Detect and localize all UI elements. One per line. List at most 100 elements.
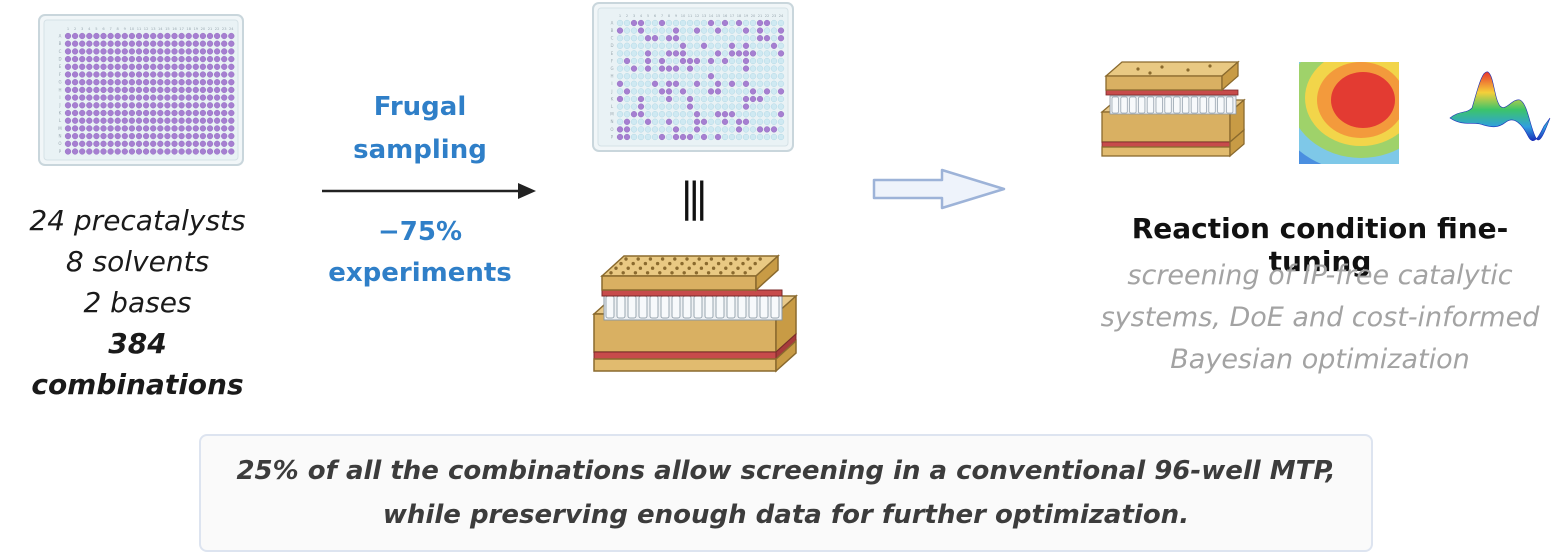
plate-well [721, 80, 729, 87]
plate-well [86, 140, 93, 147]
plate-well [178, 55, 185, 63]
plate-well [157, 132, 164, 140]
plate-well [128, 94, 136, 101]
reactor-hole [609, 271, 613, 275]
plate-well [756, 95, 764, 103]
plate-well [623, 35, 631, 42]
plate-well [749, 95, 757, 103]
plate-well [742, 95, 750, 103]
frugal-line1: Frugal [373, 92, 467, 122]
plate-well [121, 148, 128, 155]
plate-well [700, 42, 708, 49]
plate-row-label: E [59, 64, 62, 69]
plate-well [86, 71, 93, 78]
plate-well [121, 109, 128, 117]
plate-well [128, 132, 136, 140]
plate-well [178, 40, 185, 47]
plate-well [157, 148, 164, 155]
plate-well [637, 95, 645, 103]
plate-well [164, 125, 171, 132]
plate-well [100, 63, 107, 70]
plate-well [679, 57, 687, 65]
plate-well [763, 111, 771, 118]
plate-well [79, 117, 86, 124]
plate-well [658, 42, 666, 49]
plate-well [228, 79, 235, 86]
plate-well [107, 132, 114, 140]
plate-well [721, 133, 729, 141]
plate-col-label: 7 [661, 14, 663, 18]
plate-row-label: A [59, 33, 62, 38]
plate-col-label: 6 [654, 14, 657, 18]
plate-well [206, 86, 214, 94]
plate-well [64, 94, 72, 101]
plate-well [128, 125, 136, 132]
plate-well [707, 80, 715, 87]
plate-well [756, 133, 764, 141]
plate-well [178, 148, 185, 155]
plate-well [742, 57, 750, 65]
plate-well [185, 94, 192, 101]
plate-well [651, 65, 659, 72]
plate-well [121, 117, 128, 124]
plate-well [100, 55, 107, 63]
plate-col-label: 1 [67, 27, 69, 31]
plate-well [651, 111, 659, 118]
plate-well [770, 103, 778, 110]
plate-well [714, 19, 722, 27]
plate-well [199, 132, 207, 140]
plate-well [721, 57, 729, 65]
plate-well [214, 32, 221, 40]
plate-well [185, 140, 192, 147]
plate-well [64, 140, 72, 147]
plate-well [64, 32, 72, 40]
plate-col-label: 10 [130, 27, 135, 31]
plate-well [86, 125, 93, 132]
plate-well [121, 40, 128, 47]
plate-well [228, 148, 235, 155]
plate-well [164, 55, 171, 63]
reactor-vial [1146, 96, 1155, 114]
plate-well [714, 88, 722, 95]
plate-row-label: A [611, 20, 614, 25]
plate-well [665, 88, 673, 95]
plate-well [679, 95, 687, 103]
reactor-vial [1129, 96, 1137, 114]
plate-well [672, 65, 680, 72]
plate-well [630, 65, 638, 72]
plate-well [71, 40, 79, 47]
plate-well [121, 86, 128, 94]
plate-well [700, 50, 708, 57]
plate-well [721, 118, 729, 125]
plate-well [644, 27, 652, 34]
plate-well [150, 132, 157, 140]
plate-well [185, 86, 192, 94]
plate-row-label: K [59, 110, 62, 115]
plate-well [114, 132, 121, 140]
footnote-line-2: while preserving enough data for further… [382, 500, 1190, 530]
plate-well [763, 42, 771, 49]
plate-well [178, 71, 185, 78]
plate-row-label: J [58, 103, 60, 108]
plate-well [199, 63, 207, 70]
plate-well [206, 117, 214, 124]
plate-well [93, 32, 100, 40]
plate-well [150, 148, 157, 155]
plate-well [79, 48, 86, 55]
plate-well [228, 140, 235, 147]
plate-well [763, 19, 771, 27]
plate-well [221, 32, 228, 40]
plate-well [728, 65, 736, 72]
plate-col-label: 12 [695, 14, 700, 18]
plate-well [221, 63, 228, 70]
plate-row-label: I [59, 95, 60, 100]
plate-col-label: 20 [201, 27, 206, 31]
plate-well [665, 111, 673, 118]
plate-well [150, 40, 157, 47]
plate-well [206, 40, 214, 47]
plate-well [206, 63, 214, 70]
plate-well [64, 117, 72, 124]
plate-well [164, 109, 171, 117]
reactor-hole [731, 271, 735, 275]
plate-well [735, 65, 743, 72]
